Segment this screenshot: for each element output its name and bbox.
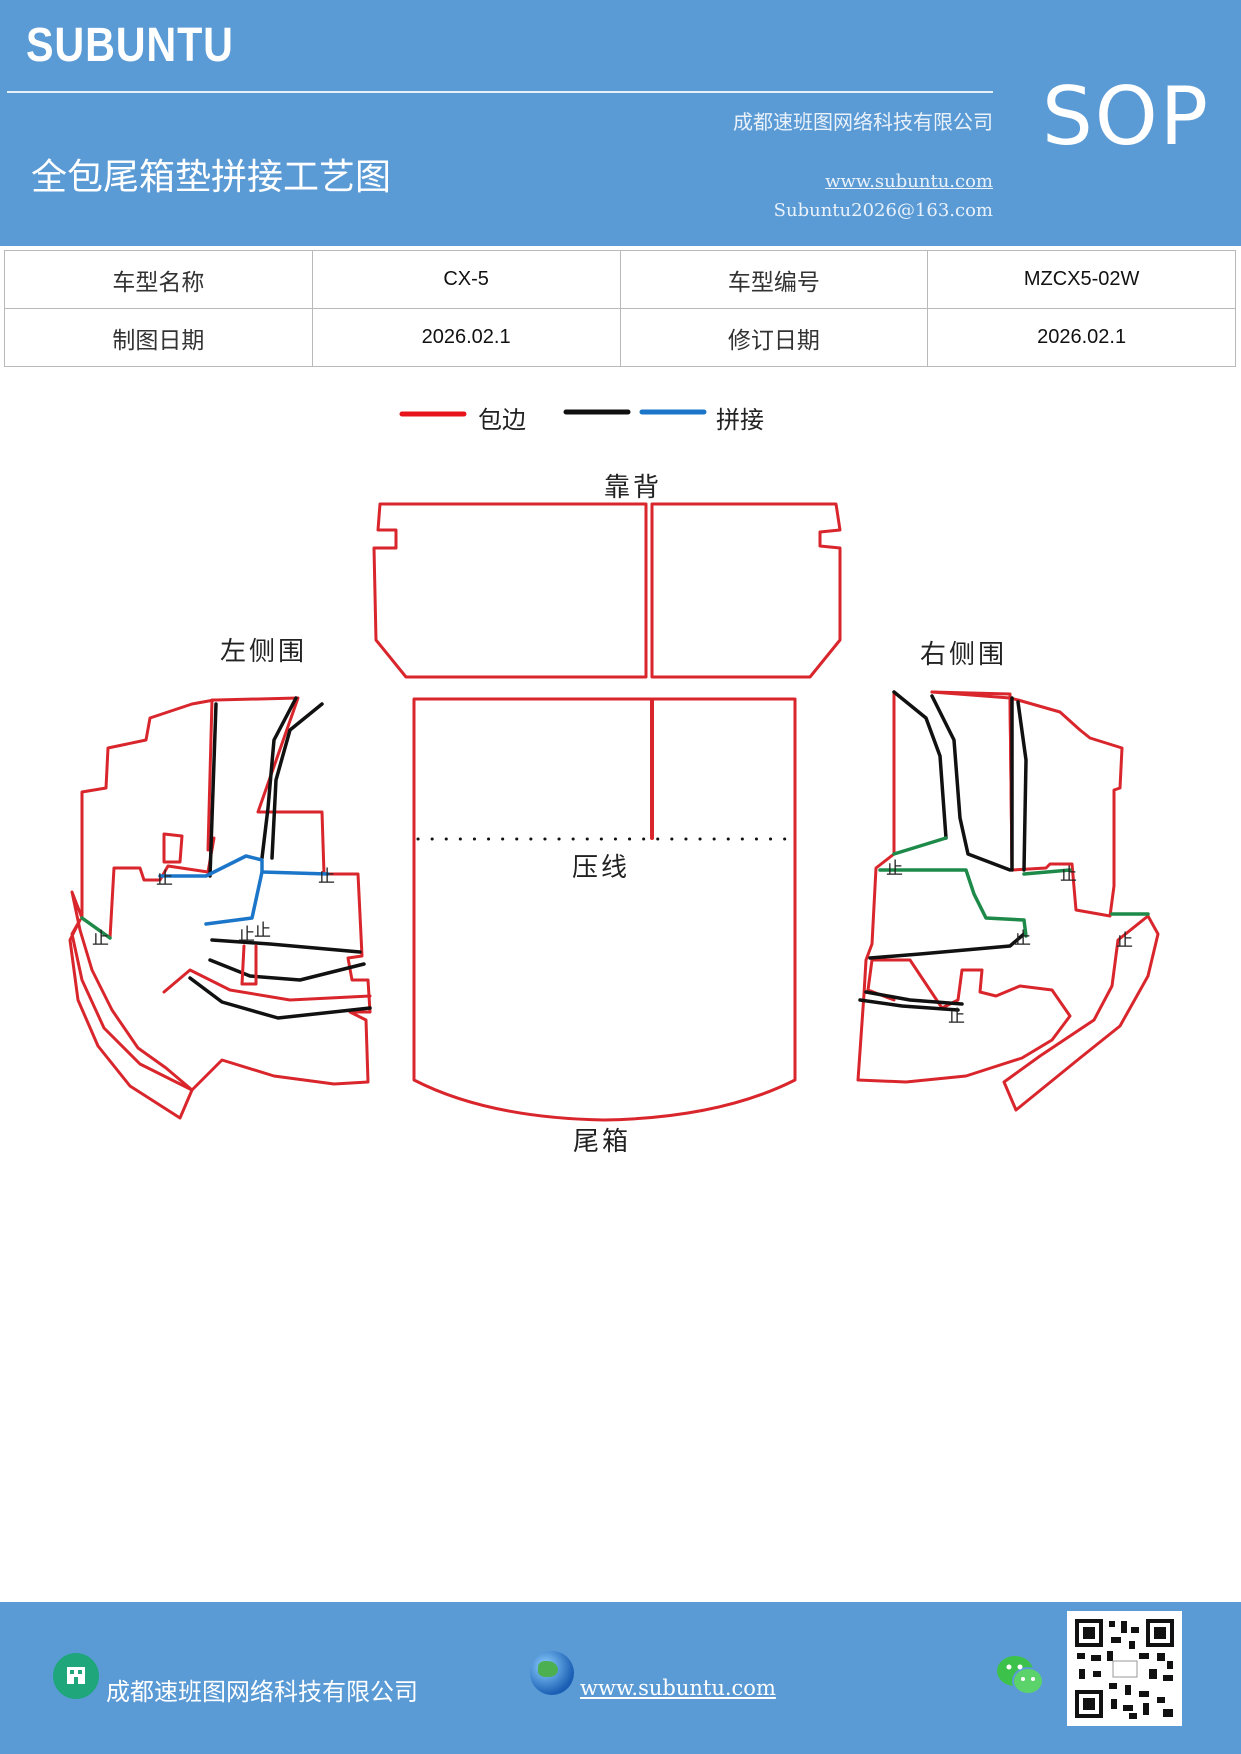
stop-mark: 止 [1116, 931, 1133, 951]
backrest-panels [372, 502, 842, 679]
stop-mark: 止 [156, 869, 173, 889]
stop-mark: 止 [92, 929, 109, 949]
qr-code[interactable] [1067, 1611, 1182, 1726]
left-black-seam-4 [210, 938, 362, 954]
draw-date-label: 制图日期 [4, 308, 313, 367]
left-green-splice [80, 916, 112, 940]
right-black-seam-4 [1016, 700, 1028, 872]
left-side-panels: 止 止 止 止 止 [68, 696, 372, 1120]
header-website-link[interactable]: www.subuntu.com [825, 171, 993, 192]
left-black-seam-3 [270, 702, 324, 860]
header-company: 成都速班图网络科技有限公司 [733, 110, 993, 134]
model-code-value: MZCX5-02W [927, 250, 1236, 309]
model-name-value: CX-5 [311, 250, 621, 309]
right-black-seam-6 [864, 990, 964, 1006]
left-black-seam-6 [188, 976, 372, 1020]
stop-mark: 止 [318, 867, 335, 887]
left-bottom-strip [162, 968, 372, 1002]
revise-date-label: 修订日期 [619, 308, 929, 367]
revise-date-value: 2026.02.1 [927, 308, 1236, 367]
backrest-right-panel [650, 502, 842, 679]
model-name-label: 车型名称 [4, 250, 313, 309]
vehicle-info-table: 车型名称 CX-5 车型编号 MZCX5-02W 制图日期 2026.02.1 … [4, 250, 1236, 367]
document-title: 全包尾箱垫拼接工艺图 [31, 157, 392, 198]
right-side-panels: 止 止 止 止 止 [856, 690, 1160, 1112]
trunk-label: 尾箱 [573, 1127, 631, 1157]
left-black-seam-2 [260, 696, 298, 860]
right-green-splice-1 [892, 836, 948, 856]
splice-diagram: 包边 拼接 靠背 左侧围 右侧围 压线 尾箱 止 止 止 [68, 406, 1160, 1157]
wechat-icon [997, 1656, 1044, 1695]
left-black-seam-5 [208, 958, 366, 982]
header-banner: SUBUNTU 成都速班图网络科技有限公司 全包尾箱垫拼接工艺图 www.sub… [0, 0, 1241, 246]
table-row: 车型名称 CX-5 车型编号 MZCX5-02W [4, 250, 1236, 309]
right-side-outline [930, 690, 1124, 918]
left-lower-wing [68, 918, 194, 1120]
left-red-strip [240, 944, 258, 986]
legend-edge-label: 包边 [478, 406, 526, 434]
right-lower-wing [1002, 914, 1160, 1112]
model-code-label: 车型编号 [619, 250, 929, 309]
left-blue-splice-2 [204, 870, 264, 926]
left-blue-splice-1 [158, 854, 330, 878]
legend-splice-label: 拼接 [716, 406, 764, 434]
left-side-outline [70, 696, 372, 1092]
trunk-outline [412, 697, 797, 1122]
stop-mark: 止 [948, 1007, 965, 1027]
left-outer-wing [80, 698, 216, 920]
right-main-outline [856, 690, 1072, 1084]
right-green-splice-3 [1022, 868, 1072, 876]
stop-mark: 止 [886, 859, 903, 879]
globe-icon [530, 1651, 574, 1695]
stop-mark: 止 [254, 921, 271, 941]
right-green-splice-2 [878, 868, 1028, 938]
footer-company: 成都速班图网络科技有限公司 [106, 1678, 418, 1706]
footer-banner: 成都速班图网络科技有限公司 www.subuntu.com [0, 1602, 1241, 1754]
table-row: 制图日期 2026.02.1 修订日期 2026.02.1 [4, 308, 1236, 367]
legend: 包边 拼接 [399, 406, 764, 434]
left-mini-tab [162, 832, 184, 864]
right-side-label: 右侧围 [920, 640, 1007, 670]
right-black-seam-1 [892, 690, 948, 840]
draw-date-value: 2026.02.1 [311, 308, 621, 367]
header-divider [7, 91, 993, 93]
building-icon [53, 1653, 99, 1699]
header-email: Subuntu2026@163.com [773, 200, 993, 221]
right-black-seam-5 [868, 932, 1026, 960]
left-side-label: 左侧围 [220, 637, 307, 667]
backrest-left-panel [372, 502, 648, 679]
trunk-panel [412, 697, 797, 1122]
stop-mark: 止 [238, 925, 255, 945]
brand-logo: SUBUNTU [26, 19, 234, 72]
stop-mark: 止 [1060, 865, 1077, 885]
right-black-seam-7 [858, 998, 960, 1012]
sop-badge: SOP [1042, 70, 1210, 163]
press-line-label: 压线 [572, 853, 630, 883]
stop-mark: 止 [1014, 929, 1031, 949]
right-black-seam-2 [930, 694, 1012, 872]
footer-website-link[interactable]: www.subuntu.com [580, 1676, 776, 1700]
left-black-seam-1 [208, 702, 218, 878]
backrest-label: 靠背 [604, 473, 662, 503]
